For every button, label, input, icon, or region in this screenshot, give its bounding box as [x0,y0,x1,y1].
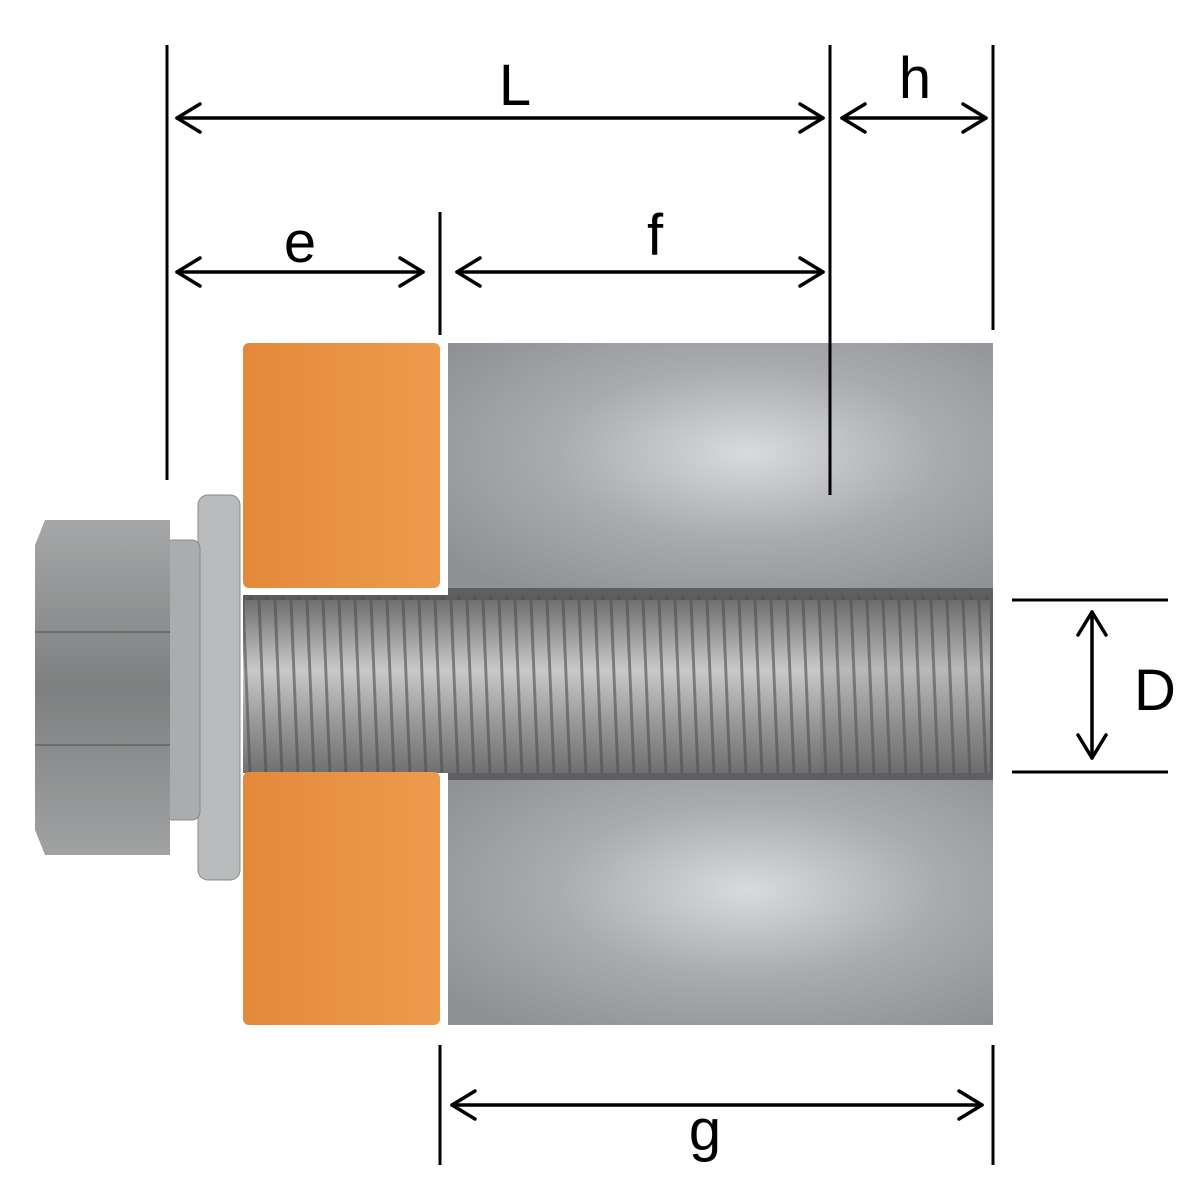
bolt-thread [243,595,820,773]
label-D: D [1134,658,1176,723]
label-L: L [499,53,531,118]
dimension-lines [165,45,1168,1165]
label-e: e [284,210,316,275]
hex-bolt-head [35,520,170,855]
dimension-arrows [175,102,1108,1121]
label-h: h [899,46,931,111]
label-g: g [689,1098,721,1163]
washer-large [197,494,241,881]
label-f: f [647,203,664,268]
washer-small [164,539,201,821]
orange-spacer [243,343,440,1025]
internal-thread [818,595,990,773]
